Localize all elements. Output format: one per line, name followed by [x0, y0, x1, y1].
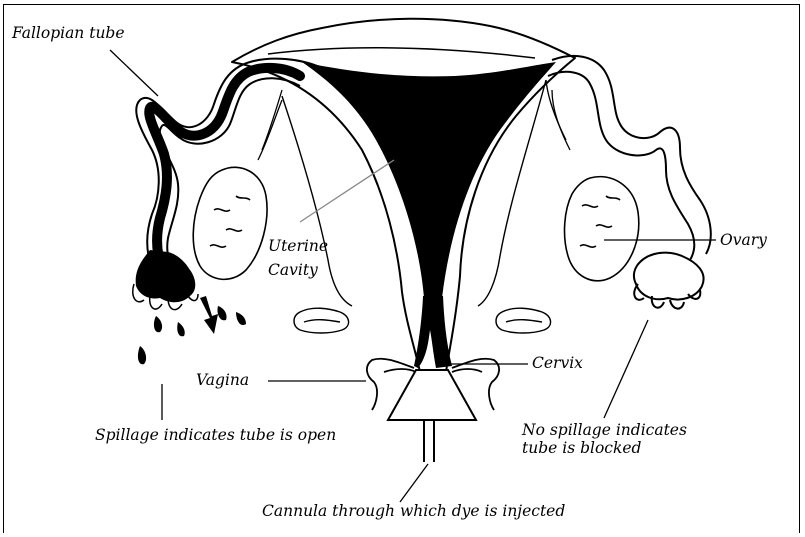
right-ovary	[546, 80, 639, 281]
label-no-spillage-line2: tube is blocked	[522, 439, 641, 458]
cervical-canal-dye	[414, 296, 452, 368]
label-spillage-open: Spillage indicates tube is open	[95, 426, 336, 445]
label-vagina: Vagina	[196, 371, 249, 390]
left-ligament	[282, 96, 352, 333]
label-cannula: Cannula through which dye is injected	[262, 502, 565, 521]
label-ovary: Ovary	[720, 231, 767, 250]
label-uterine-cavity-line2: Cavity	[268, 261, 318, 280]
label-cervix: Cervix	[532, 354, 583, 373]
cannula	[388, 370, 476, 462]
dye-spill-drops	[138, 296, 246, 364]
label-no-spillage-line1: No spillage indicates	[522, 421, 687, 440]
label-fallopian-tube: Fallopian tube	[12, 24, 125, 43]
label-uterine-cavity-line1: Uterine	[268, 237, 328, 256]
right-fallopian-tube	[548, 56, 711, 309]
